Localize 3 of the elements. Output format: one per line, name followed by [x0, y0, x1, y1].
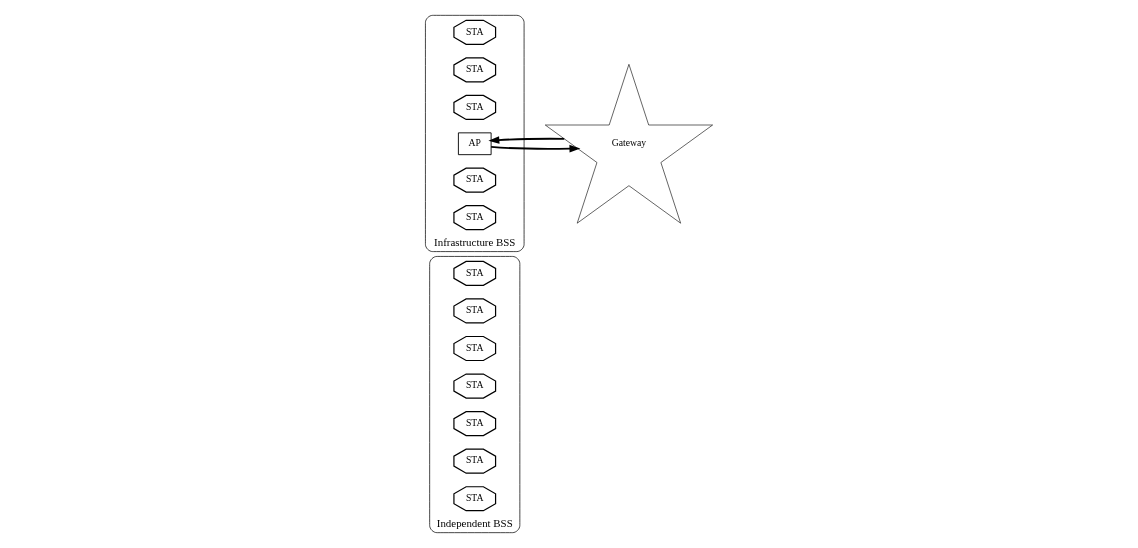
- node-box: AP: [457, 132, 492, 156]
- arrow: [490, 144, 581, 153]
- arrow: [488, 136, 566, 144]
